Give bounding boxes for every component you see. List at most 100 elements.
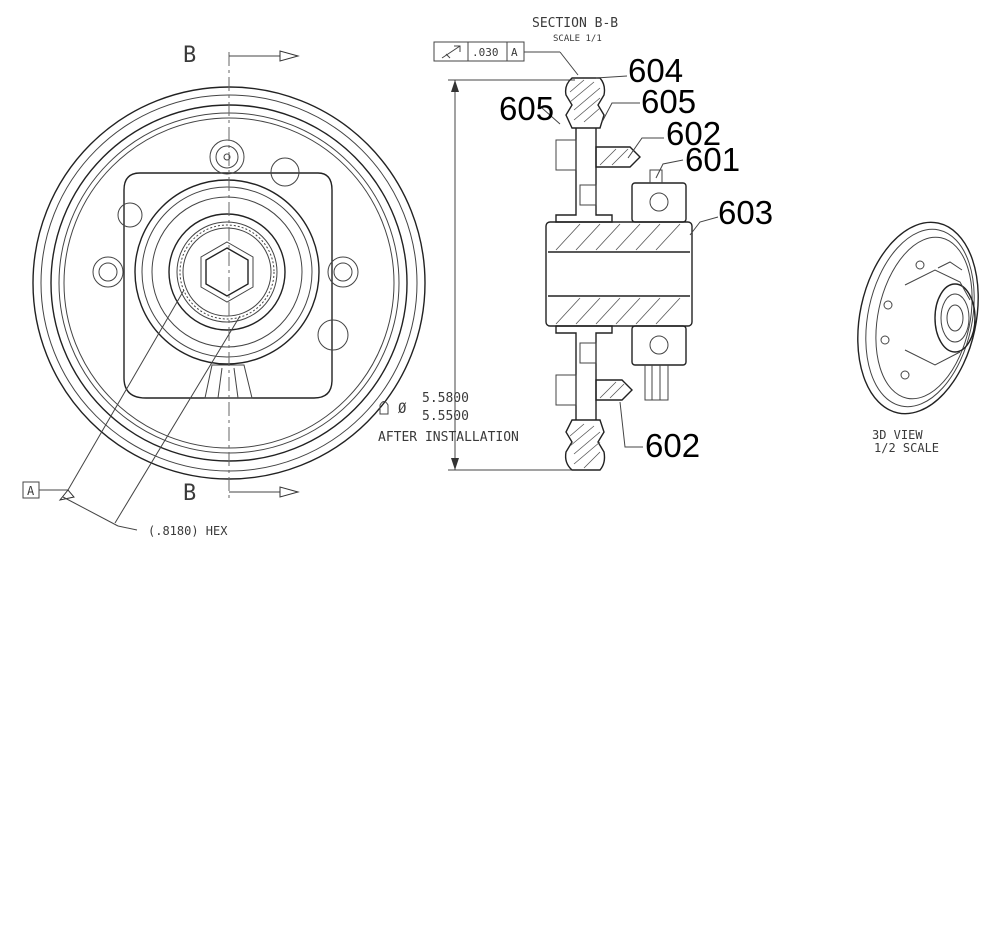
rim-bottom-hatch [569,423,601,469]
rim-top-hatch [569,79,601,123]
plate-602-bottom [595,379,633,401]
leader-605b [601,102,640,123]
3d-bolt [880,335,890,345]
spline-outer [176,221,278,323]
3d-rim-ring [875,236,973,400]
section-title: SECTION B-B [532,16,618,31]
3d-housing [904,349,961,366]
callout-602-bottom: 602 [645,427,700,464]
diameter-note: AFTER INSTALLATION [378,430,519,445]
section-arrow-bottom [279,486,300,498]
spline-inner [182,227,272,317]
hub-603 [545,221,693,327]
flange-left-top [555,139,577,171]
bearing-tab-bottom [644,365,669,401]
runout-symbol [441,45,461,59]
boss-right [327,256,359,288]
boss-upper-left [117,202,143,228]
3d-hub-spline [940,293,970,343]
boss-right-inner [333,262,353,282]
hub-ring-1 [134,179,320,365]
section-scale: SCALE 1/1 [553,34,602,44]
3d-view: 3D VIEW 1/2 SCALE [857,221,979,455]
web-top [555,128,613,223]
hub-ring-2 [141,186,313,358]
hub-hatch [555,223,681,325]
callout-602-top: 602 [666,115,721,152]
leader-602a [627,137,664,159]
section-mark-top: B [183,43,196,68]
section-mark-bottom: B [183,481,196,506]
leader-605a [541,107,561,125]
front-view: B B A (.8180) HEX [22,43,426,538]
callout-603: 603 [718,194,773,231]
bearing-top [631,182,687,223]
leader-601 [655,159,684,179]
hex-dimension-label: (.8180) HEX [148,524,228,538]
tolerance-leader [559,51,579,76]
3d-bolt [900,370,910,380]
dim-arrow [451,458,459,470]
3d-bolt [915,260,925,270]
callout-604: 604 [628,52,683,89]
plate-hatch [599,148,629,399]
housing-tab [204,364,253,399]
callout-605-left: 605 [499,90,554,127]
3d-hub [934,283,976,353]
hex-bore [205,247,249,297]
hex-chamfer [200,241,254,303]
callout-605-right: 605 [641,83,696,120]
hex-ext-line-2 [114,315,241,524]
diameter-lower: 5.5500 [422,409,469,424]
dim-arrow [451,80,459,92]
3d-outer-rim [857,221,979,415]
hex-dim-leader [117,525,138,531]
bearing-ball [649,192,669,212]
boss-top-hole [223,153,231,161]
boss-top-inner [215,145,239,169]
small-block [579,342,597,364]
small-block [579,184,597,206]
bearing-tab [649,169,663,183]
tolerance-datum: A [511,46,518,59]
diameter-symbol: Ø [398,401,407,417]
3d-hub-bore [946,304,964,332]
web-bottom [555,325,613,420]
housing-outline [123,172,333,399]
3d-bolt [883,300,893,310]
leader-602b [619,401,643,448]
rim-section-top [564,77,606,129]
3d-rim-ring [865,228,975,408]
tab-line [217,367,223,399]
datum-triangle [58,489,75,501]
boss-left [92,256,124,288]
section-view: SECTION B-B SCALE 1/1 .030 A [378,16,773,471]
hub-ring-4 [168,213,286,331]
3d-clip [937,261,963,271]
datum-label: A [27,484,35,498]
boss-lower-right [317,319,349,351]
leader-604 [595,75,628,79]
rim-section-bottom [564,419,606,471]
tab-line [233,367,239,399]
boss-left-inner [98,262,118,282]
section-arrow-top [279,50,300,62]
boss-upper-right [270,157,300,187]
spline-teeth [179,224,275,320]
hex-dim-line [62,496,119,527]
bearing-ball [649,335,669,355]
3d-view-scale: 1/2 SCALE [874,441,939,455]
hub-ring-3 [151,196,303,348]
plate-602-top [595,146,641,168]
bearing-bottom [631,325,687,366]
leader-603 [689,216,719,236]
diameter-upper: 5.5800 [422,391,469,406]
diameter-basic-symbol [379,401,389,415]
3d-housing [904,269,971,301]
hex-ext-line-1 [67,289,185,491]
callout-601: 601 [685,141,740,178]
boss-top [209,139,245,175]
tolerance-value: .030 [472,46,499,59]
flange-left-bottom [555,374,577,406]
